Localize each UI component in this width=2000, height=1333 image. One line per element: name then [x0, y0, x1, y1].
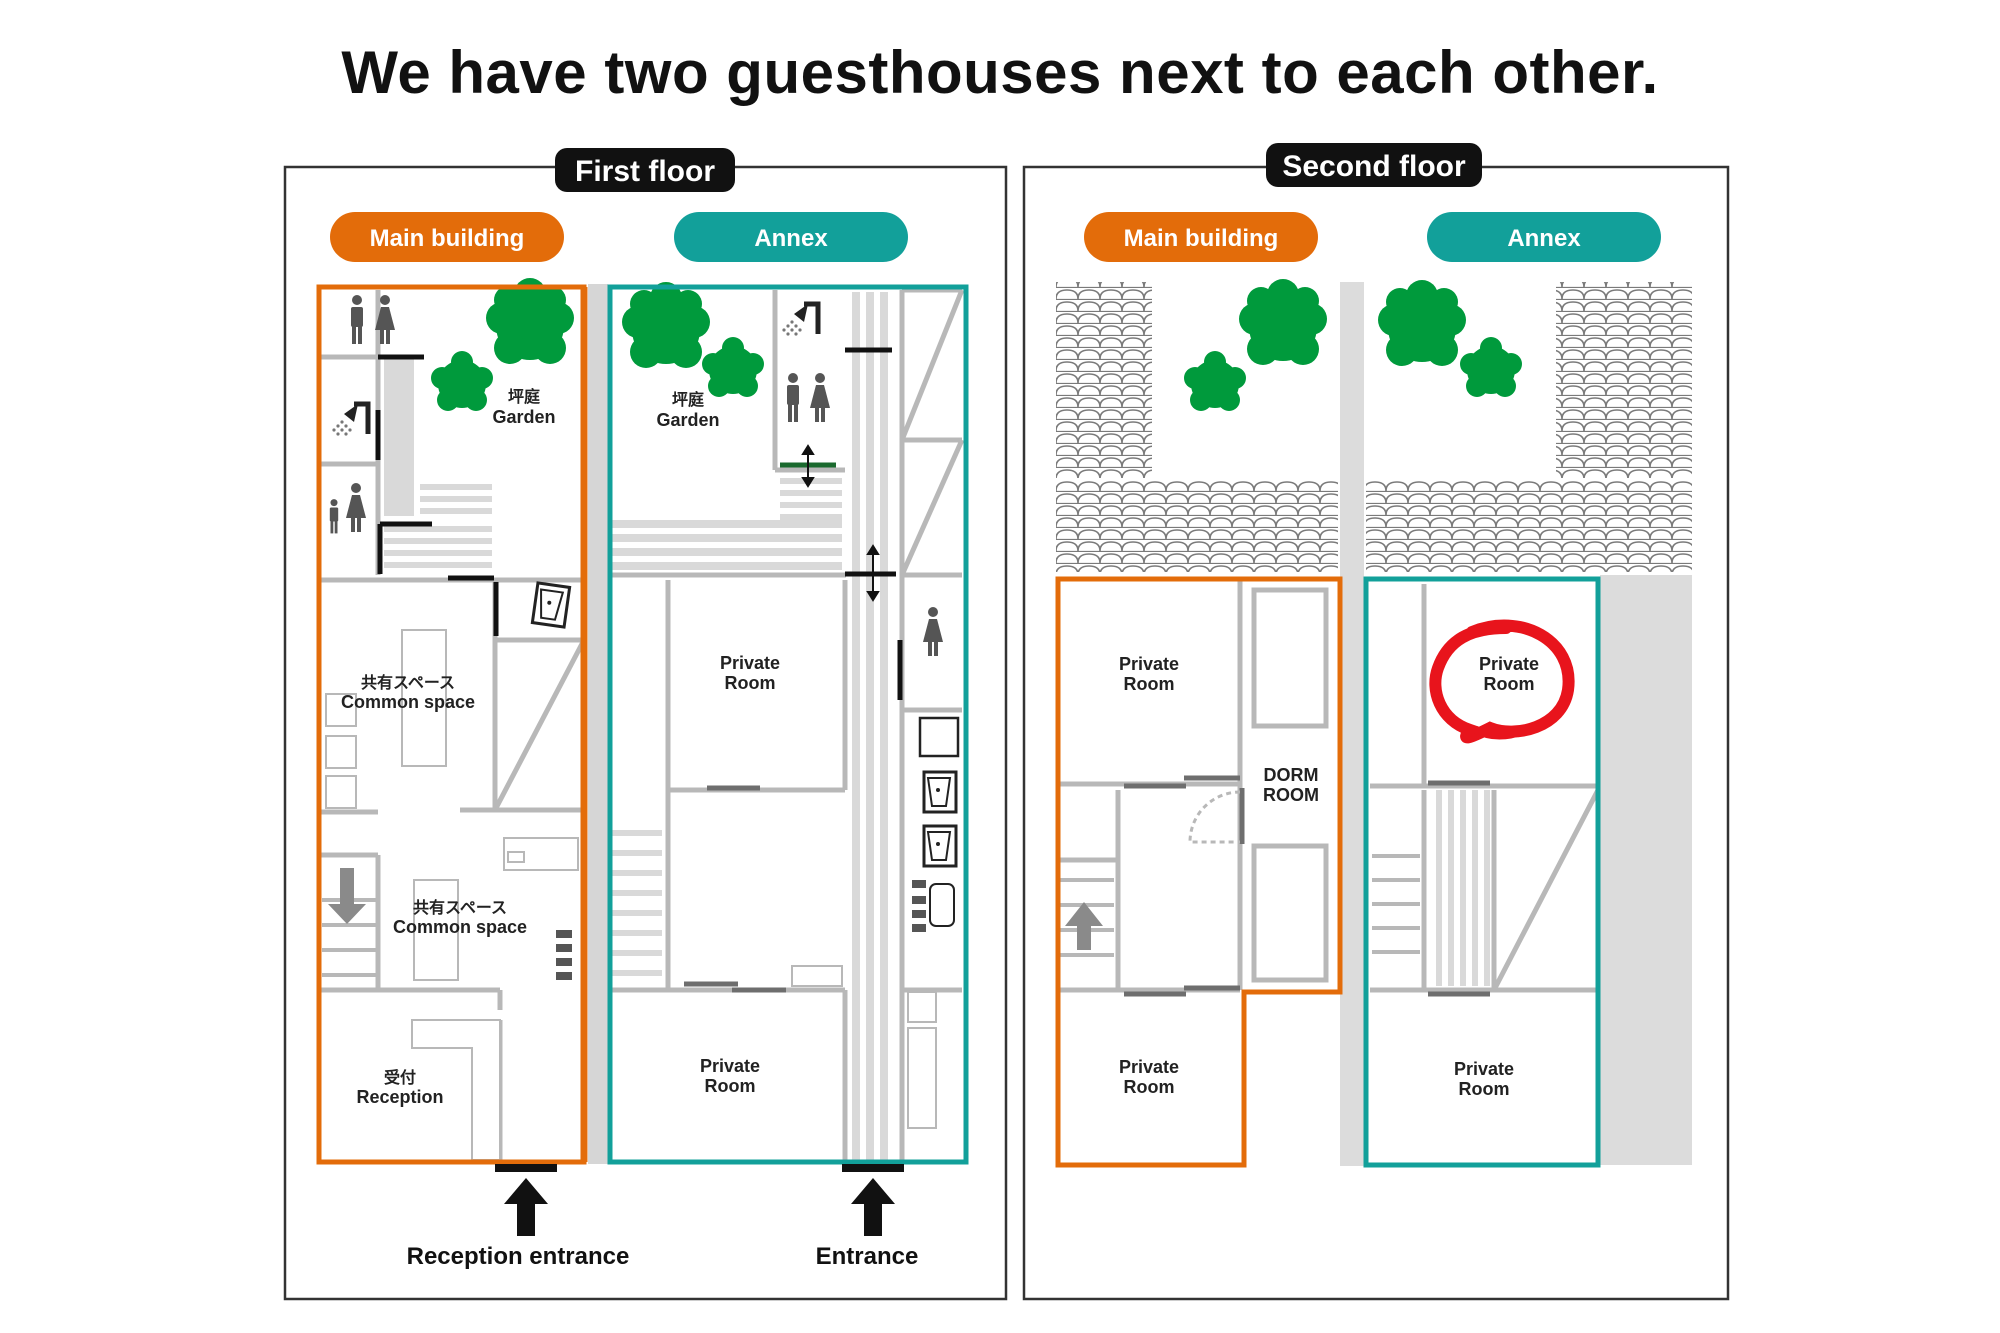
ff-annex-private-room-lower-1: Private — [700, 1056, 760, 1076]
ff-common-space-1-en: Common space — [341, 692, 475, 712]
sf-main-private-room-upper-2: Room — [1124, 674, 1175, 694]
tree-icon — [622, 282, 710, 368]
second-floor-panel: Second floor Main building Annex — [1022, 143, 1730, 1301]
up-arrow-icon — [504, 1178, 548, 1236]
sf-annex-private-room-upper-2: Room — [1484, 674, 1535, 694]
sf-main-private-room-lower-2: Room — [1124, 1077, 1175, 1097]
ff-garden-annex-jp: 坪庭 — [672, 390, 704, 409]
reception-entrance-label: Reception entrance — [407, 1243, 630, 1270]
ff-annex-label: Annex — [754, 225, 828, 252]
ff-annex-private-room-upper-2: Room — [725, 673, 776, 693]
sf-annex-private-room-lower-2: Room — [1459, 1079, 1510, 1099]
ff-annex-private-room-upper-1: Private — [720, 653, 780, 673]
sf-main-private-room-upper-1: Private — [1119, 654, 1179, 674]
ff-common-space-2-jp: 共有スペース — [413, 898, 507, 917]
up-arrow-icon — [851, 1178, 895, 1236]
tree-icon — [486, 278, 574, 364]
ff-garden-main-jp: 坪庭 — [508, 387, 540, 406]
sf-annex-label: Annex — [1507, 225, 1581, 252]
ff-reception-en: Reception — [356, 1087, 443, 1107]
sink-icon — [922, 770, 958, 814]
sf-roof-tiles — [1056, 282, 1692, 572]
first-floor-panel: First floor Main building Annex — [283, 148, 1008, 1301]
entrance-label: Entrance — [816, 1243, 919, 1270]
second-floor-title: Second floor — [1282, 150, 1466, 183]
first-floor-title: First floor — [575, 155, 715, 188]
ff-main-building: 坪庭 Garden 共有スペース Common space 共有スペース Com… — [316, 278, 588, 1165]
ff-common-space-1-jp: 共有スペース — [361, 673, 455, 692]
sf-dorm-room-2: ROOM — [1263, 785, 1319, 805]
down-arrow-icon — [328, 868, 366, 924]
sf-main-building: Private Room DORM ROOM Private Room — [1055, 576, 1343, 1168]
ff-main-building-label: Main building — [370, 225, 525, 252]
sf-main-private-room-lower-1: Private — [1119, 1057, 1179, 1077]
double-arrow-icon — [801, 444, 880, 602]
sf-annex-private-room-upper-1: Private — [1479, 654, 1539, 674]
sf-annex-private-room-lower-1: Private — [1454, 1059, 1514, 1079]
ff-common-space-2-en: Common space — [393, 917, 527, 937]
tree-icon — [1239, 279, 1327, 365]
sf-annex: Private Room Private Room — [1363, 576, 1601, 1168]
ff-entrances: Reception entrance Entrance — [407, 1164, 919, 1270]
ff-reception-jp: 受付 — [384, 1068, 416, 1087]
ff-annex: 坪庭 Garden Private Room Private Room — [607, 282, 969, 1165]
up-arrow-icon — [1065, 902, 1103, 950]
ff-garden-annex-en: Garden — [656, 410, 719, 430]
ff-garden-main-en: Garden — [492, 407, 555, 427]
ff-annex-private-room-lower-2: Room — [705, 1076, 756, 1096]
sink-icon — [922, 824, 958, 868]
sink-icon — [530, 581, 572, 629]
tree-icon — [1378, 280, 1466, 366]
page-title: We have two guesthouses next to each oth… — [341, 39, 1659, 106]
sf-main-building-label: Main building — [1124, 225, 1279, 252]
sf-dorm-room-1: DORM — [1264, 765, 1319, 785]
